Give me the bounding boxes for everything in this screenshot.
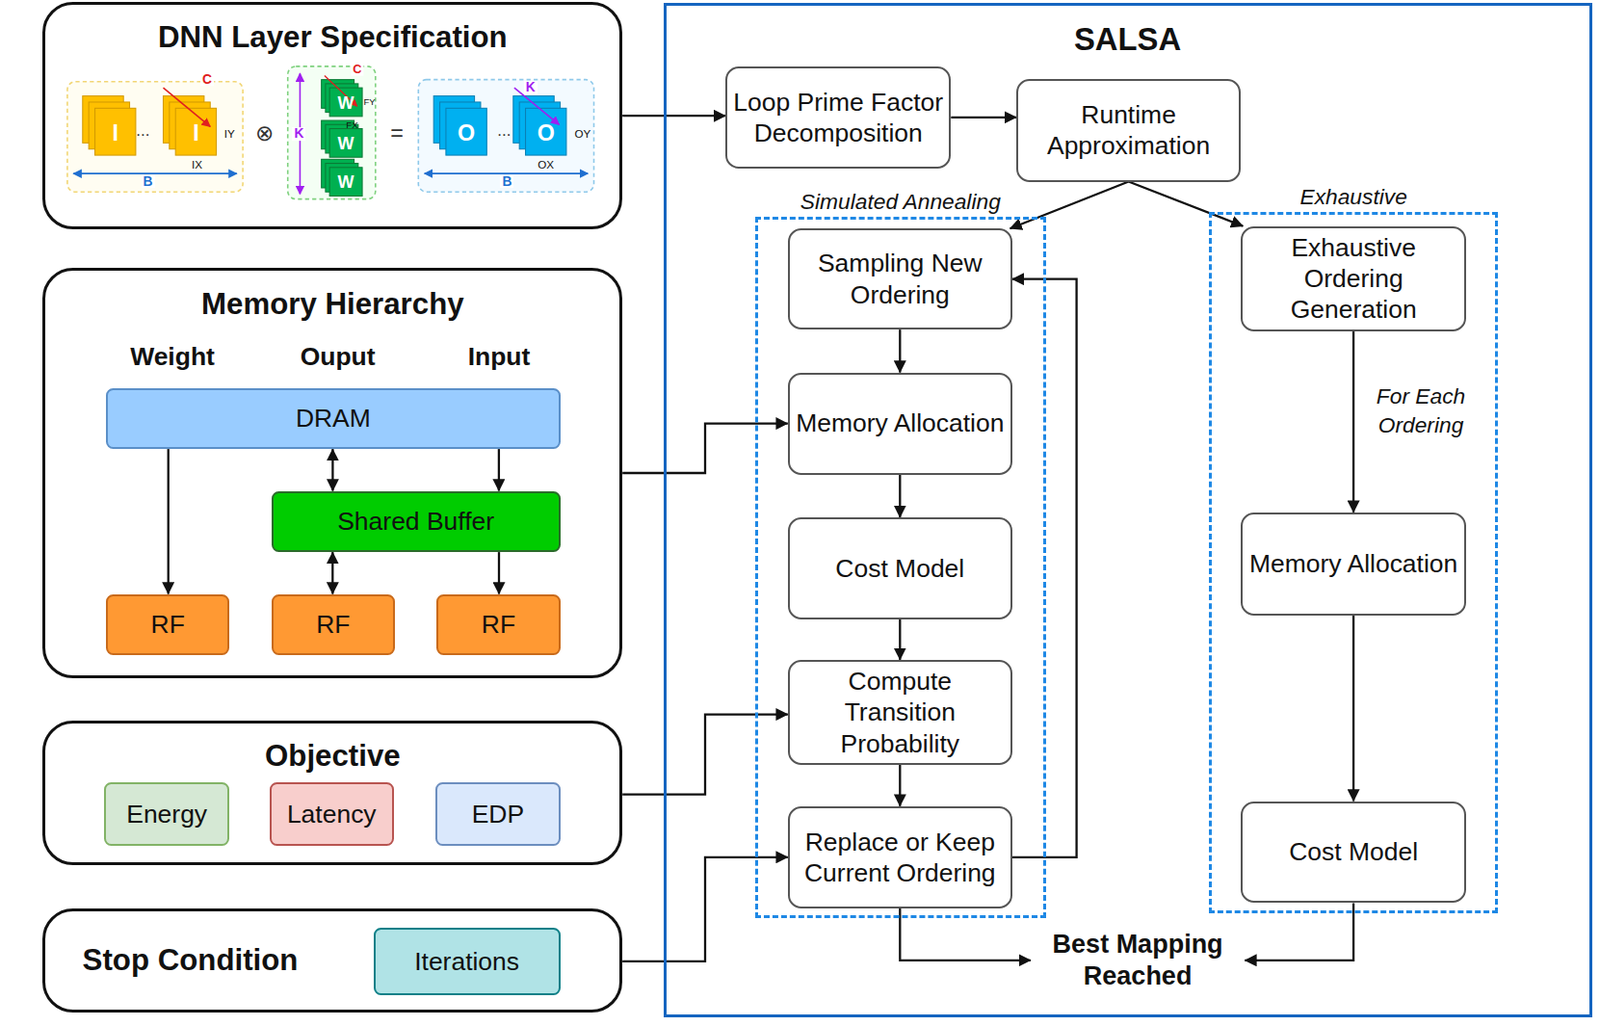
framework-frame: SALSA Loop Prime Factor Decomposition Runt… (663, 2, 1593, 1018)
column-heading: Weight (130, 342, 215, 368)
tensor-label: B (141, 175, 156, 189)
box-label: RF (151, 608, 185, 640)
result-text: Best Mapping Reached (1030, 922, 1245, 998)
process-box: Cost Model (1240, 801, 1467, 904)
tensor-label: O (537, 122, 555, 145)
tensor-label: IY (224, 128, 236, 140)
process-box: Sampling New Ordering (787, 228, 1013, 330)
connector-arrow (331, 551, 334, 594)
tensor-label: ... (497, 122, 511, 139)
box-label: Best Mapping Reached (1035, 928, 1240, 993)
box-label: Sampling New Ordering (794, 247, 1006, 311)
box-label: RF (481, 608, 516, 640)
memory-block: Latency (269, 782, 394, 846)
tensor-label: B (499, 175, 514, 189)
group-heading: Exhaustive (1173, 183, 1534, 211)
connector-arrow (167, 448, 170, 594)
box-label: RF (315, 608, 350, 640)
box-label: Runtime Approximation (1022, 99, 1234, 162)
connector-arrow (498, 551, 500, 594)
connector-arrow (1352, 331, 1355, 513)
memory-block: DRAM (105, 388, 560, 450)
box-label: DRAM (295, 402, 371, 434)
panel-heading: DNN Layer Specification (45, 19, 620, 56)
tensor-label: = (390, 122, 404, 145)
memory-block: Shared Buffer (271, 491, 561, 553)
process-box: Cost Model (787, 517, 1013, 620)
dashed-group: Simulated AnnealingSampling New Ordering… (755, 216, 1047, 919)
box-label: Latency (287, 798, 377, 830)
box-label: Energy (126, 798, 208, 830)
box-label: Memory Allocation (795, 407, 1004, 439)
memory-block: RF (436, 594, 560, 656)
process-box: Memory Allocation (787, 372, 1013, 475)
panel-heading: Memory Hierarchy (45, 286, 620, 323)
box-label: Loop Prime Factor Decomposition (732, 86, 945, 150)
connector-arrow (622, 857, 788, 962)
memory-block: RF (271, 594, 395, 656)
connector-arrow (1128, 182, 1244, 227)
dashed-group: ExhaustiveExhaustive Ordering Generation… (1208, 211, 1498, 914)
connector-arrow (622, 423, 788, 473)
tensor-label: OY (574, 128, 591, 140)
column-heading: Ouput (300, 342, 376, 368)
box-label: Exhaustive Ordering Generation (1247, 232, 1460, 326)
memory-block: Iterations (373, 927, 561, 996)
process-box: Memory Allocation (1240, 512, 1467, 616)
tensor-label: K (524, 80, 538, 95)
process-box: Runtime Approximation (1016, 78, 1241, 183)
connector-arrow (898, 474, 901, 519)
box-label: Memory Allocation (1249, 548, 1458, 579)
group-heading: Simulated Annealing (719, 188, 1082, 216)
box-label: EDP (472, 798, 525, 830)
tensor-label: W (338, 173, 355, 191)
memory-block: Energy (104, 782, 230, 846)
box-label: Iterations (414, 945, 520, 977)
process-box: Compute Transition Probability (787, 659, 1013, 765)
process-box: Replace or Keep Current Ordering (787, 806, 1013, 909)
tensor-label: C (200, 73, 214, 87)
tensor-label: FX (345, 121, 358, 132)
tensor-label: OX (537, 158, 554, 171)
box-label: Cost Model (835, 552, 965, 584)
tensor-label: ⊗ (255, 122, 274, 145)
tensor-label: IX (191, 158, 203, 171)
connector-arrow (898, 764, 901, 807)
connector-arrow (898, 329, 901, 373)
box-label: Shared Buffer (337, 505, 495, 537)
box-label: Replace or Keep Current Ordering (794, 826, 1006, 890)
tensor-label: I (111, 122, 118, 145)
edge-label: For Each Ordering (1365, 382, 1476, 440)
panel: ObjectiveEnergy Latency EDP (42, 720, 623, 866)
connector-arrow (898, 619, 901, 660)
tensor-label: C (350, 63, 364, 77)
connector-arrow (622, 114, 726, 117)
memory-block: EDP (435, 782, 560, 846)
tensor-label: W (338, 134, 355, 153)
panel: Memory HierarchyDRAM Shared BufferRF RF RF (42, 267, 623, 680)
process-box: Loop Prime Factor Decomposition (725, 66, 951, 169)
connector-arrow (331, 448, 334, 491)
box-label: Cost Model (1288, 836, 1418, 867)
box-label: Compute Transition Probability (794, 665, 1006, 760)
tensor-label: FY (363, 97, 375, 107)
connector-arrow (622, 714, 788, 795)
tensor-label: K (291, 127, 306, 141)
memory-block: RF (105, 594, 230, 656)
panel-heading: Stop Condition (82, 942, 299, 979)
connector-arrow (498, 448, 500, 491)
tensor-label: ... (135, 122, 150, 139)
tensor-label: I (192, 122, 199, 145)
connector-arrow (1010, 182, 1129, 230)
panel: DNN Layer Specification (42, 1, 623, 230)
panel-heading: Objective (45, 737, 620, 775)
tensor-label: O (457, 122, 475, 145)
tensor-label: W (338, 94, 355, 112)
connector-arrow (1352, 615, 1355, 802)
column-heading: Input (468, 342, 531, 368)
connector-arrow (950, 116, 1017, 119)
panel-heading: SALSA (666, 20, 1590, 59)
panel: Stop Condition Iterations (42, 908, 623, 1013)
process-box: Exhaustive Ordering Generation (1240, 226, 1467, 332)
